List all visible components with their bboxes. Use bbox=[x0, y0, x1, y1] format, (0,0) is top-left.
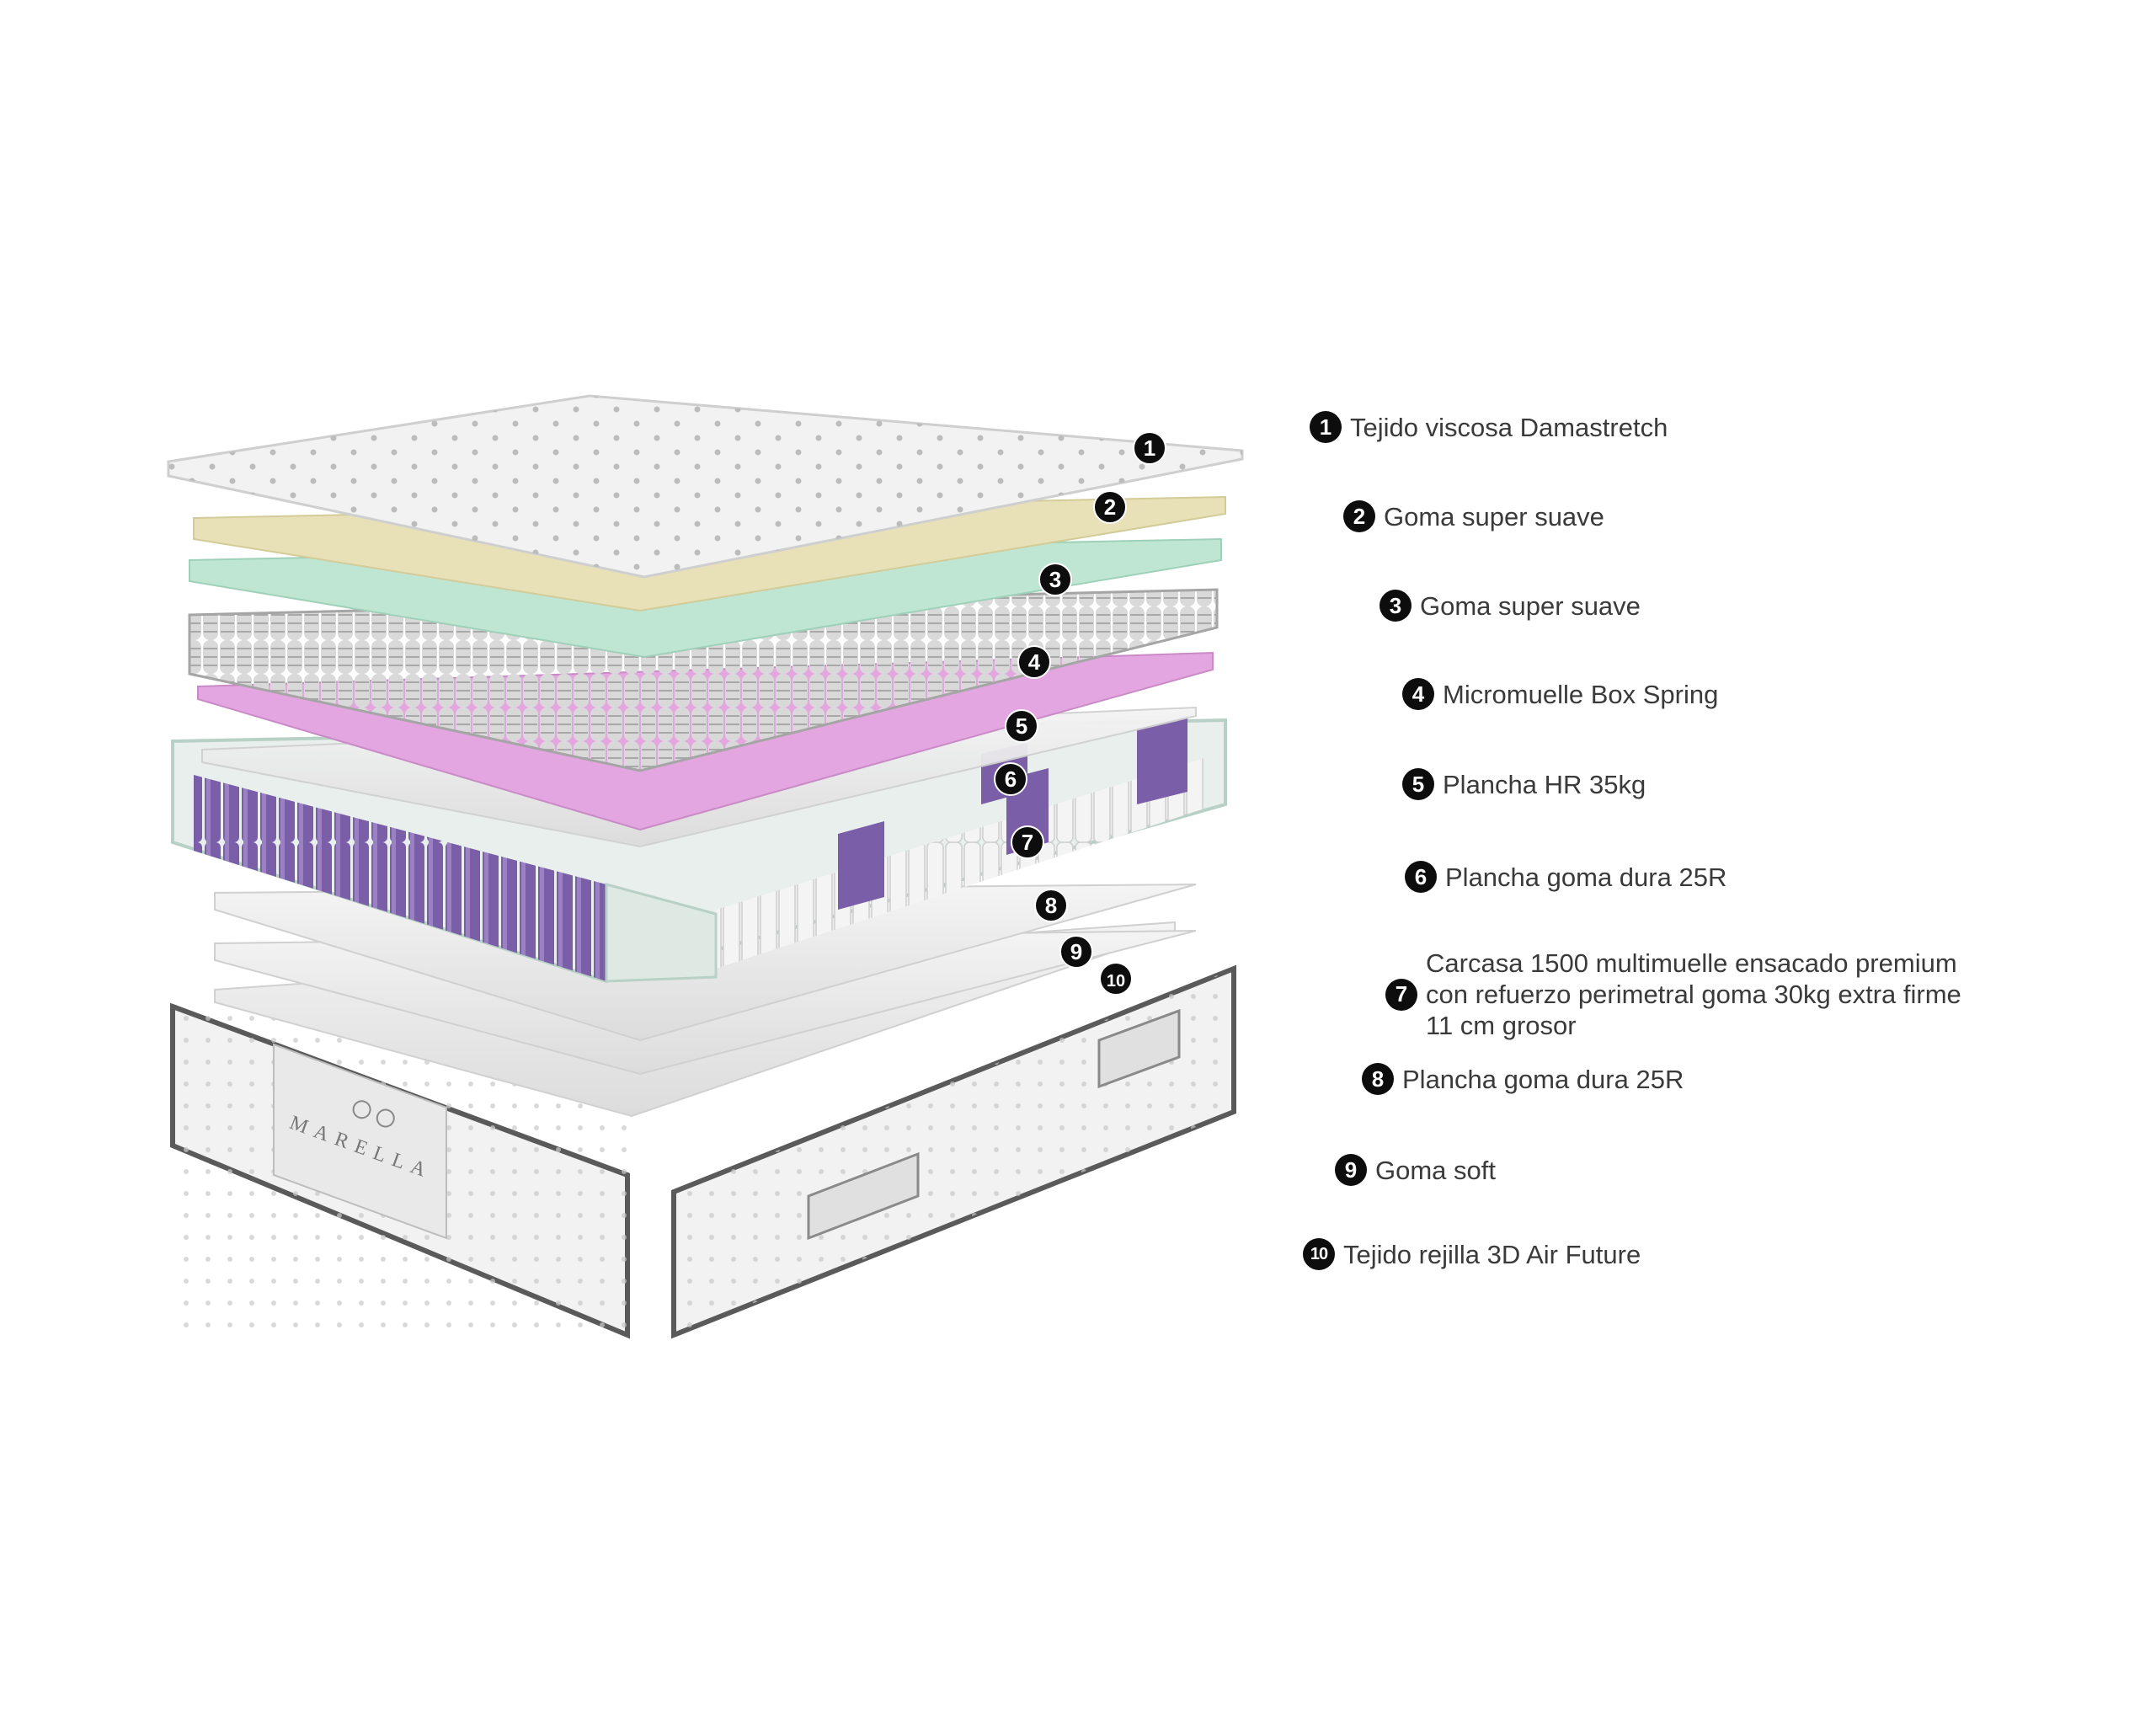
legend-line: con refuerzo perimetral goma 30kg extra … bbox=[1426, 980, 1961, 1009]
legend-label-9: Goma soft bbox=[1375, 1155, 1496, 1186]
legend-badge-2: 2 bbox=[1343, 500, 1375, 532]
legend-item-10: 10 Tejido rejilla 3D Air Future bbox=[1303, 1238, 1641, 1270]
legend-badge-7: 7 bbox=[1385, 978, 1417, 1011]
callout-8: 8 bbox=[1034, 889, 1068, 922]
callout-4: 4 bbox=[1017, 645, 1051, 679]
legend-line: 11 cm grosor bbox=[1426, 1011, 1577, 1040]
legend-item-6: 6 Plancha goma dura 25R bbox=[1405, 861, 1726, 893]
legend-badge-9: 9 bbox=[1335, 1154, 1367, 1186]
springs-front bbox=[194, 775, 606, 981]
legend-badge-4: 4 bbox=[1402, 678, 1434, 710]
legend-item-9: 9 Goma soft bbox=[1335, 1154, 1496, 1186]
legend-badge-1: 1 bbox=[1310, 411, 1342, 443]
callout-10: 10 bbox=[1099, 962, 1133, 996]
legend-line: Carcasa 1500 multimuelle ensacado premiu… bbox=[1426, 948, 1957, 978]
legend-label-7: Carcasa 1500 multimuelle ensacado premiu… bbox=[1426, 948, 1961, 1041]
svg-text:10: 10 bbox=[1107, 972, 1125, 991]
svg-text:1: 1 bbox=[1144, 435, 1155, 461]
legend-badge-6: 6 bbox=[1405, 861, 1437, 893]
brand-label bbox=[273, 1043, 447, 1240]
legend-line: Micromuelle Box Spring bbox=[1443, 679, 1719, 709]
legend-label-2: Goma super suave bbox=[1384, 501, 1604, 532]
legend-badge-10: 10 bbox=[1303, 1238, 1335, 1270]
legend-line: Plancha goma dura 25R bbox=[1402, 1064, 1684, 1094]
legend-label-4: Micromuelle Box Spring bbox=[1443, 679, 1718, 710]
svg-text:4: 4 bbox=[1028, 649, 1041, 675]
callout-6: 6 bbox=[994, 762, 1027, 796]
svg-text:7: 7 bbox=[1022, 830, 1033, 855]
legend-line: Plancha HR 35kg bbox=[1443, 769, 1646, 799]
legend-item-7: 7 Carcasa 1500 multimuelle ensacado premi… bbox=[1385, 948, 1961, 1041]
mattress-base: MARELLA bbox=[170, 964, 1236, 1339]
legend-badge-8: 8 bbox=[1362, 1063, 1394, 1095]
legend-item-8: 8 Plancha goma dura 25R bbox=[1362, 1063, 1684, 1095]
svg-text:2: 2 bbox=[1104, 494, 1116, 520]
legend-line: Goma soft bbox=[1375, 1155, 1496, 1185]
callout-5: 5 bbox=[1005, 709, 1038, 743]
legend-badge-5: 5 bbox=[1402, 768, 1434, 800]
legend-label-8: Plancha goma dura 25R bbox=[1402, 1064, 1684, 1095]
legend-badge-3: 3 bbox=[1380, 590, 1412, 622]
svg-text:3: 3 bbox=[1049, 567, 1061, 592]
legend-label-5: Plancha HR 35kg bbox=[1443, 769, 1646, 800]
layer-4-microsprings bbox=[188, 588, 1219, 772]
legend-label-1: Tejido viscosa Damastretch bbox=[1350, 412, 1668, 443]
legend-label-6: Plancha goma dura 25R bbox=[1445, 862, 1726, 893]
legend-line: Goma super suave bbox=[1420, 590, 1641, 621]
legend-label-10: Tejido rejilla 3D Air Future bbox=[1343, 1239, 1641, 1270]
layer-1-fabric bbox=[167, 394, 1244, 579]
legend-item-3: 3 Goma super suave bbox=[1380, 590, 1641, 622]
legend-line: Plancha goma dura 25R bbox=[1445, 862, 1727, 892]
legend-line: Tejido viscosa Damastretch bbox=[1350, 412, 1668, 442]
callout-badges: 1 2 3 4 5 6 7 89 10 bbox=[994, 431, 1166, 996]
legend-line: Tejido rejilla 3D Air Future bbox=[1343, 1239, 1641, 1269]
legend-item-2: 2 Goma super suave bbox=[1343, 500, 1604, 532]
svg-text:6: 6 bbox=[1005, 766, 1017, 792]
svg-text:9: 9 bbox=[1070, 939, 1082, 964]
handle-front bbox=[807, 1151, 920, 1241]
callout-1: 1 bbox=[1133, 431, 1166, 465]
callout-2: 2 bbox=[1093, 490, 1127, 524]
legend-item-5: 5 Plancha HR 35kg bbox=[1402, 768, 1646, 800]
springs-side bbox=[716, 758, 1204, 969]
legend-line: Goma super suave bbox=[1384, 501, 1604, 531]
svg-text:5: 5 bbox=[1016, 713, 1027, 739]
legend-item-1: 1 Tejido viscosa Damastretch bbox=[1310, 411, 1668, 443]
legend-label-3: Goma super suave bbox=[1420, 590, 1641, 622]
callout-7: 7 bbox=[1011, 825, 1044, 859]
svg-text:8: 8 bbox=[1045, 893, 1057, 918]
legend-item-4: 4 Micromuelle Box Spring bbox=[1402, 678, 1718, 710]
callout-3: 3 bbox=[1038, 563, 1072, 596]
callout-9: 9 bbox=[1059, 935, 1093, 969]
handle-side bbox=[1097, 1008, 1181, 1089]
